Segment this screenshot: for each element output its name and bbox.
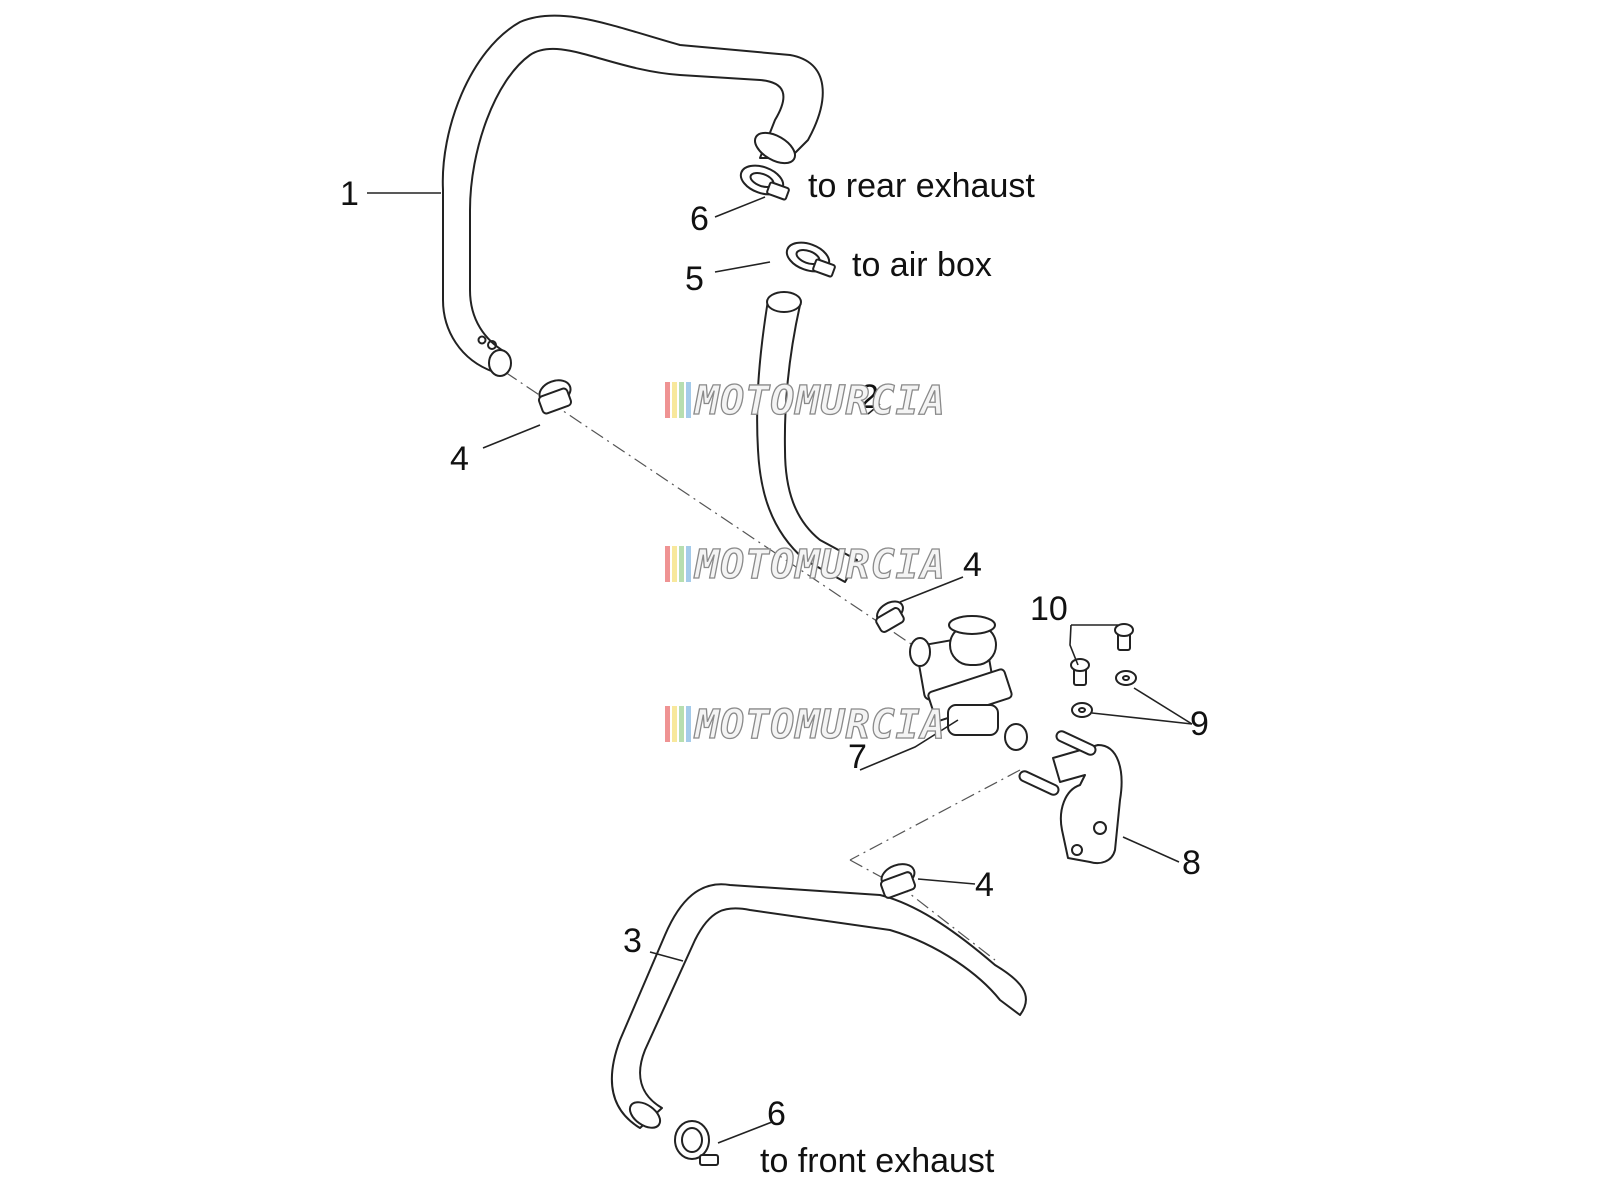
valve-part-7 — [909, 615, 1028, 751]
destination-notes: to rear exhaust to air box to front exha… — [760, 167, 1035, 1180]
watermark-stripe — [679, 706, 684, 742]
callout-label: 1 — [340, 175, 359, 213]
callout-label: 4 — [975, 866, 994, 904]
callout-label: 2 — [860, 378, 879, 416]
hose-part-1 — [441, 14, 824, 377]
watermark-text: MOTOMURCIA — [693, 378, 946, 424]
watermark: MOTOMURCIA — [665, 701, 946, 749]
watermark: MOTOMURCIA — [665, 541, 946, 589]
watermark-stripe — [679, 382, 684, 418]
watermark-text: MOTOMURCIA — [693, 542, 946, 588]
leader-lines — [367, 192, 1193, 1144]
watermark-stripe — [679, 546, 684, 582]
watermark-stripe — [665, 382, 670, 418]
watermark-stripe — [672, 546, 677, 582]
bracket-part-8 — [1018, 730, 1123, 865]
note-air-box: to air box — [852, 246, 992, 284]
callout-label: 6 — [767, 1095, 786, 1133]
callout-label: 8 — [1182, 844, 1201, 882]
callout-label: 9 — [1190, 705, 1209, 743]
callout-label: 4 — [450, 440, 469, 478]
callout-label: 5 — [685, 260, 704, 298]
clip-part-6b — [674, 1120, 719, 1166]
clamp-part-4c — [880, 863, 916, 899]
hose-part-2 — [756, 291, 858, 583]
watermark-text: MOTOMURCIA — [693, 702, 946, 748]
watermark-stripe — [665, 706, 670, 742]
callout-label: 3 — [623, 922, 642, 960]
callout-label: 6 — [690, 200, 709, 238]
watermark-stripe — [672, 382, 677, 418]
callout-label: 7 — [848, 738, 867, 776]
clamp-part-4a — [537, 379, 573, 415]
watermark-stripe — [672, 706, 677, 742]
watermark-stripe — [686, 382, 691, 418]
watermark-group: MOTOMURCIA MOTOMURCIA MOTOMURCIA — [665, 377, 946, 749]
callout-labels: 1 6 5 4 2 4 10 9 7 8 4 3 6 — [340, 175, 1209, 1133]
note-front-exhaust: to front exhaust — [760, 1142, 995, 1180]
note-rear-exhaust: to rear exhaust — [808, 167, 1035, 205]
watermark-stripe — [686, 546, 691, 582]
callout-label: 4 — [963, 546, 982, 584]
watermark-stripe — [665, 546, 670, 582]
clip-part-5 — [785, 241, 836, 278]
watermark-stripe — [686, 706, 691, 742]
watermark: MOTOMURCIA — [665, 377, 946, 425]
washers-part-9 — [1071, 670, 1137, 718]
callout-label: 10 — [1030, 590, 1068, 628]
clamp-part-4b — [875, 600, 905, 633]
clip-part-6a — [739, 164, 790, 201]
hose-part-3 — [610, 883, 1027, 1129]
bolts-part-10 — [1070, 623, 1134, 686]
